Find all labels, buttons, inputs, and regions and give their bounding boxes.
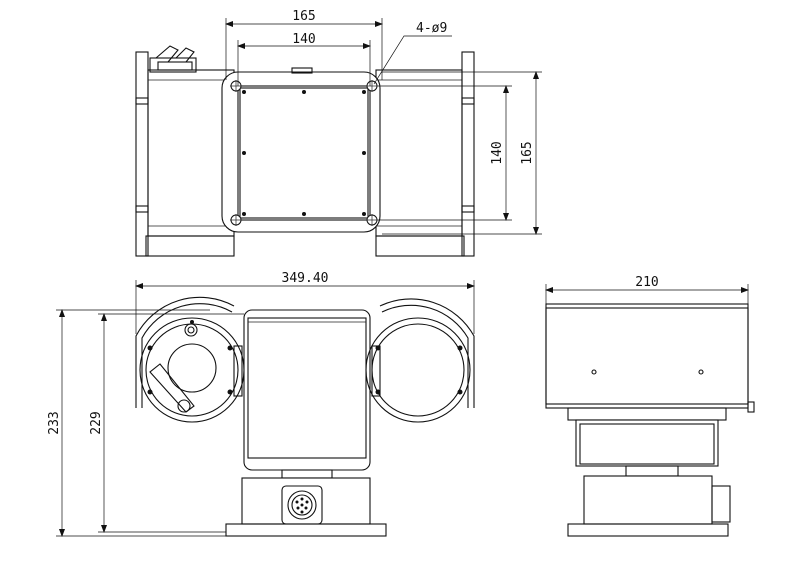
dim-229-height: 229 (89, 411, 104, 434)
dim-140-height: 140 (490, 141, 505, 164)
connector-icon (281, 485, 323, 525)
center-body (243, 309, 371, 479)
dim-140-width: 140 (292, 32, 315, 47)
dim-349-40-width: 349.40 (282, 271, 329, 286)
top-right-housing (375, 51, 475, 257)
side-view: 210 (545, 275, 755, 537)
right-lens-housing (365, 298, 475, 423)
front-view: 349.40 233 229 (47, 271, 475, 537)
top-dimensions: 165 140 4-ø9 140 165 (225, 9, 542, 235)
front-base (225, 477, 387, 537)
left-lens-housing (135, 296, 245, 423)
mounting-plate (221, 67, 381, 233)
side-dimensions: 210 (545, 275, 749, 304)
dim-165-height: 165 (520, 141, 535, 164)
dim-hole-callout: 4-ø9 (416, 21, 447, 36)
front-dimensions: 349.40 233 229 (47, 271, 475, 537)
dim-210-width: 210 (635, 275, 658, 290)
top-left-housing (135, 45, 235, 257)
top-view: 165 140 4-ø9 140 165 (135, 9, 542, 257)
wiper-latch-icon (149, 45, 197, 73)
dim-165-width: 165 (292, 9, 315, 24)
dim-233-height: 233 (47, 411, 62, 434)
